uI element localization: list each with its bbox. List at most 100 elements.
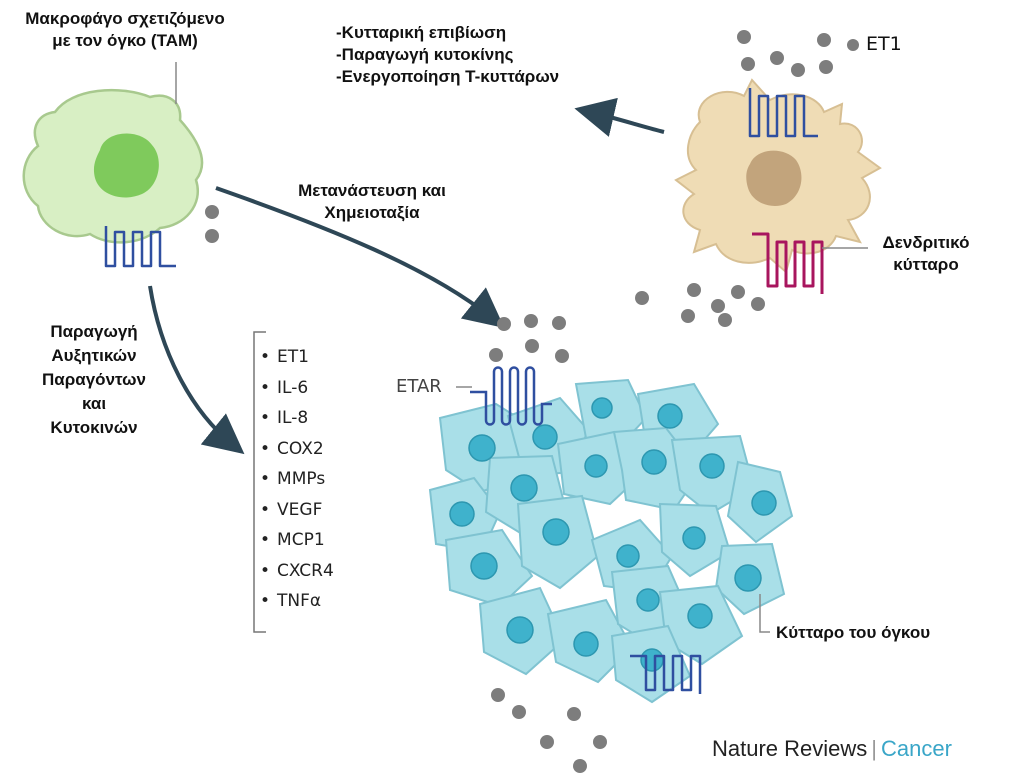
et1-dot bbox=[491, 688, 505, 702]
journal-brand: Nature Reviews|Cancer bbox=[712, 736, 952, 762]
dendritic-cell bbox=[674, 78, 882, 294]
dc-effect-survival: -Κυτταρική επιβίωση bbox=[336, 23, 507, 42]
et1-dot bbox=[751, 297, 765, 311]
et1-dot bbox=[573, 759, 587, 773]
factor-cxcr4: CXCR4 bbox=[260, 556, 334, 587]
production-line3: Παραγόντων bbox=[42, 370, 146, 389]
tumor-nucleus bbox=[468, 434, 496, 462]
et1-dot bbox=[681, 309, 695, 323]
etar-receptor bbox=[470, 366, 552, 426]
tumor-nucleus bbox=[682, 526, 706, 550]
dendritic-nucleus bbox=[746, 150, 802, 207]
tumor-nucleus bbox=[616, 544, 640, 568]
et1-dot bbox=[524, 314, 538, 328]
factor-et1: ET1 bbox=[260, 342, 334, 373]
migration-label: Μετανάστευση και Χημειοταξία bbox=[272, 180, 472, 224]
tumor-nucleus bbox=[687, 603, 713, 629]
tumor-nuclei bbox=[449, 397, 777, 672]
tumor-nucleus bbox=[636, 588, 660, 612]
factor-mcp1: MCP1 bbox=[260, 525, 334, 556]
tam-label-line1: Μακροφάγο σχετιζόμενο bbox=[25, 9, 225, 28]
tumor-nucleus bbox=[751, 490, 777, 516]
et1-dot bbox=[731, 285, 745, 299]
et1-dot bbox=[819, 60, 833, 74]
brand-journal: Cancer bbox=[881, 736, 952, 761]
et1-dot bbox=[540, 735, 554, 749]
et1-dot bbox=[593, 735, 607, 749]
tumor-nucleus bbox=[657, 403, 683, 429]
brand-name: Nature Reviews bbox=[712, 736, 868, 761]
factor-list: ET1 IL-6 IL-8 COX2 MMPs VEGF MCP1 CXCR4 … bbox=[260, 342, 334, 617]
et1-legend-dot bbox=[847, 39, 859, 51]
et1-dots bbox=[205, 30, 859, 773]
et1-dot bbox=[567, 707, 581, 721]
et1-dot bbox=[555, 349, 569, 363]
tumor-label-leader bbox=[759, 594, 770, 633]
tam-label: Μακροφάγο σχετιζόμενο με τον όγκο (TAM) bbox=[2, 8, 248, 52]
et1-dot bbox=[525, 339, 539, 353]
et1-dot bbox=[205, 229, 219, 243]
et1-dot bbox=[711, 299, 725, 313]
tumor-nucleus bbox=[449, 501, 475, 527]
et1-dot bbox=[205, 205, 219, 219]
tumor-nucleus bbox=[532, 424, 558, 450]
production-line4: και bbox=[81, 394, 107, 413]
dendritic-label: Δενδριτικό κύτταρο bbox=[866, 232, 986, 276]
et1-dot bbox=[497, 317, 511, 331]
dc-effects-label: -Κυτταρική επιβίωση -Παραγωγή κυτοκίνης … bbox=[336, 22, 559, 88]
et1-dot bbox=[512, 705, 526, 719]
arrow-production bbox=[148, 285, 245, 455]
etar-label: ETAR bbox=[396, 376, 442, 397]
tumor-nucleus bbox=[506, 616, 534, 644]
tam-label-line2: με τον όγκο (TAM) bbox=[52, 31, 198, 50]
tumor-nucleus bbox=[734, 564, 762, 592]
brand-separator: | bbox=[871, 736, 877, 761]
et1-legend-label: ET1 bbox=[866, 33, 902, 55]
factor-mmps: MMPs bbox=[260, 464, 334, 495]
migration-label-line1: Μετανάστευση και bbox=[298, 181, 446, 200]
dendritic-receptor-etb bbox=[748, 88, 818, 138]
dendritic-receptor-magenta bbox=[752, 232, 824, 294]
tumor-nucleus bbox=[699, 453, 725, 479]
tam-cell bbox=[22, 88, 204, 268]
factor-vegf: VEGF bbox=[260, 495, 334, 526]
et1-dot bbox=[741, 57, 755, 71]
tumor-cell-label: Κύτταρο του όγκου bbox=[776, 623, 931, 642]
dendritic-label-line2: κύτταρο bbox=[893, 255, 959, 274]
tumor-nucleus bbox=[641, 449, 667, 475]
et1-dot bbox=[635, 291, 649, 305]
factor-list-bracket bbox=[253, 331, 266, 633]
et1-dot bbox=[817, 33, 831, 47]
production-line2: Αυξητικών bbox=[51, 346, 137, 365]
tumor-nucleus bbox=[591, 397, 613, 419]
et1-dot bbox=[737, 30, 751, 44]
tumor-nucleus bbox=[584, 454, 608, 478]
dc-effect-cytokine: -Παραγωγή κυτοκίνης bbox=[336, 45, 514, 64]
et1-dot bbox=[770, 51, 784, 65]
tumor-nucleus bbox=[470, 552, 498, 580]
tumor-nucleus bbox=[573, 631, 599, 657]
production-line1: Παραγωγή bbox=[50, 322, 138, 341]
migration-label-line2: Χημειοταξία bbox=[324, 203, 420, 222]
tam-receptor bbox=[104, 226, 176, 268]
et1-dot bbox=[718, 313, 732, 327]
et1-dot bbox=[489, 348, 503, 362]
et1-dot bbox=[687, 283, 701, 297]
production-label: Παραγωγή Αυξητικών Παραγόντων και Κυτοκι… bbox=[8, 320, 180, 440]
arrow-dc-effects bbox=[574, 97, 665, 137]
dendritic-label-line1: Δενδριτικό bbox=[882, 233, 970, 252]
tam-nucleus bbox=[93, 133, 159, 198]
et1-dot bbox=[552, 316, 566, 330]
factor-cox2: COX2 bbox=[260, 434, 334, 465]
production-line5: Κυτοκινών bbox=[50, 418, 138, 437]
factor-tnfa: TNFα bbox=[260, 586, 334, 617]
factor-il8: IL-8 bbox=[260, 403, 334, 434]
arrow-migration bbox=[215, 186, 505, 329]
factor-il6: IL-6 bbox=[260, 373, 334, 404]
tumor-nucleus bbox=[542, 518, 570, 546]
dc-effect-tcell: -Ενεργοποίηση Τ-κυττάρων bbox=[336, 67, 560, 86]
et1-dot bbox=[791, 63, 805, 77]
tumor-nucleus bbox=[510, 474, 538, 502]
tumor-bottom-receptor bbox=[630, 654, 702, 694]
tumor-nucleus bbox=[640, 648, 664, 672]
